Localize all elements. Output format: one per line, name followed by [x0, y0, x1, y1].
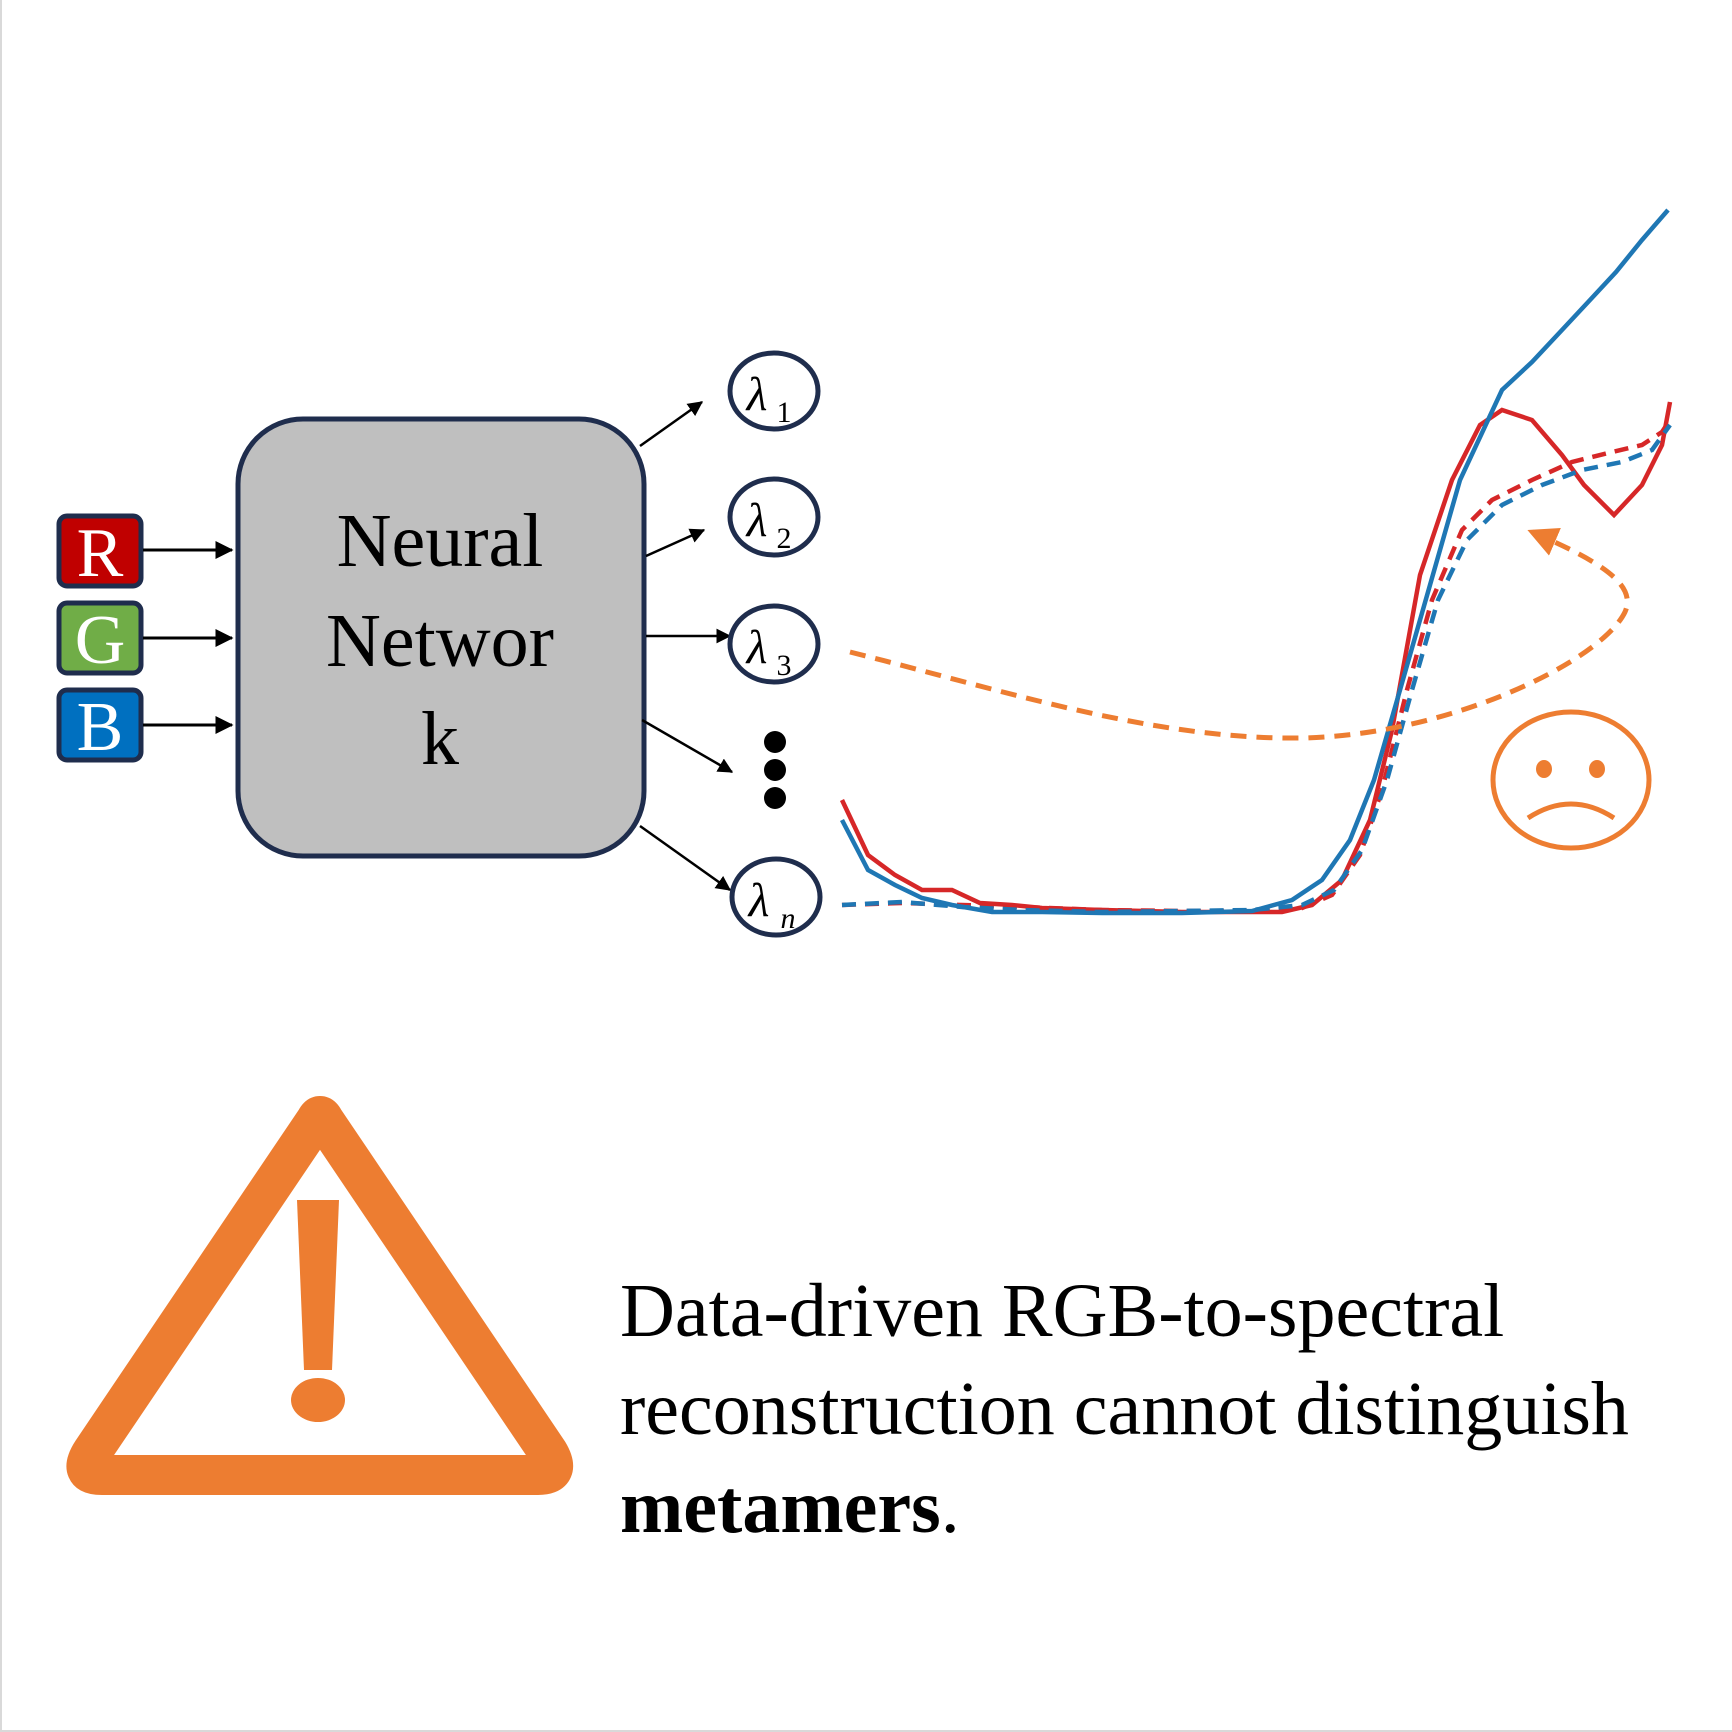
- metamer-confusion-arrow: [849, 528, 1630, 741]
- output-lambda-3: λ 3: [727, 603, 821, 685]
- output-ellipsis: [764, 731, 786, 809]
- spectrum-blue-dashed: [841, 423, 1672, 915]
- caption-text: Data-driven RGB-to-spectral reconstructi…: [620, 1262, 1680, 1556]
- network-label-line1: Neural: [337, 499, 544, 583]
- warning-triangle-icon: [66, 1096, 573, 1495]
- input-b-box: B: [56, 687, 144, 766]
- lambda-n-symbol: λ: [747, 874, 770, 927]
- spectrum-red-dashed: [841, 418, 1672, 914]
- arrow-to-lambda-1: [639, 400, 704, 448]
- input-g-label: G: [75, 602, 126, 679]
- lambda-3-symbol: λ: [745, 621, 768, 674]
- arrow-to-ellipsis: [641, 718, 734, 774]
- caption-bold-metamers: metamers: [620, 1465, 941, 1549]
- caption-part1: Data-driven RGB-to-spectral reconstructi…: [620, 1269, 1629, 1451]
- output-lambda-n: λ n: [729, 856, 823, 938]
- spectrum-red-solid: [839, 401, 1673, 915]
- arrow-to-lambda-2: [645, 528, 706, 558]
- output-lambda-2: λ 2: [727, 476, 821, 558]
- input-b-label: B: [77, 689, 124, 766]
- lambda-2-subscript: 2: [777, 522, 792, 555]
- network-label-line3: k: [421, 697, 459, 781]
- input-g-box: G: [56, 600, 144, 679]
- input-r-box: R: [56, 513, 144, 592]
- lambda-1-symbol: λ: [745, 368, 768, 421]
- lambda-n-subscript: n: [781, 902, 796, 935]
- spectral-curves: [839, 208, 1673, 916]
- output-lambda-1: λ 1: [727, 350, 821, 432]
- sad-face-icon: [1490, 709, 1652, 851]
- neural-network-box: Neural Networ k: [235, 416, 647, 859]
- lambda-1-subscript: 1: [777, 396, 792, 429]
- lambda-3-subscript: 3: [777, 649, 792, 682]
- network-label-line2: Networ: [326, 599, 554, 683]
- caption-part2: .: [940, 1465, 960, 1549]
- input-r-label: R: [77, 515, 124, 592]
- lambda-2-symbol: λ: [745, 494, 768, 547]
- arrow-to-lambda-n: [639, 824, 732, 892]
